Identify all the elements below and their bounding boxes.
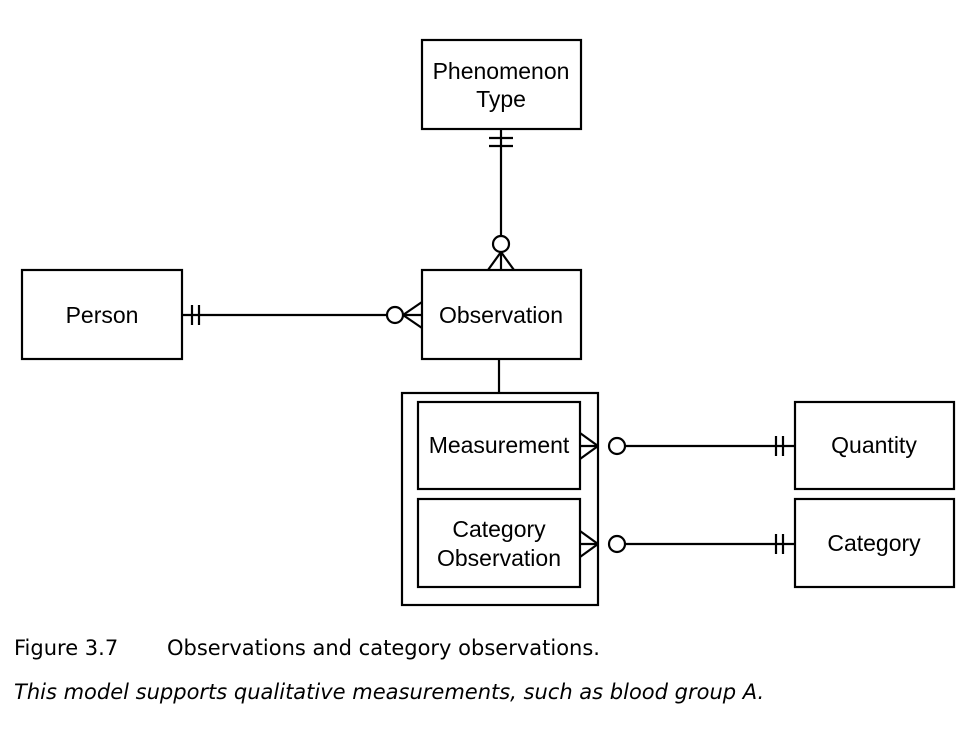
relationship-measurement-quantity <box>579 432 795 460</box>
figure-title: Observations and category observations. <box>167 636 600 660</box>
figure-note: This model supports qualitative measurem… <box>14 680 765 704</box>
phenomenon-type-label-line2: Type <box>476 86 526 112</box>
figure-number: Figure 3.7 <box>14 636 119 660</box>
relationship-phenomenon-type-observation <box>487 129 515 271</box>
category-observation-label-line2: Observation <box>437 545 561 571</box>
relationship-person-observation <box>182 301 423 329</box>
entity-person: Person <box>20 268 184 361</box>
entity-phenomenon-type: Phenomenon Type <box>420 38 583 131</box>
quantity-label: Quantity <box>831 432 917 458</box>
observation-label: Observation <box>439 302 563 328</box>
category-observation-label-line1: Category <box>452 516 546 542</box>
person-label: Person <box>66 302 139 328</box>
figure-caption: Figure 3.7 Observations and category obse… <box>14 636 600 660</box>
phenomenon-type-label-line1: Phenomenon <box>433 58 570 84</box>
category-label: Category <box>827 530 921 556</box>
relationship-category-observation-category <box>579 530 795 558</box>
measurement-label: Measurement <box>429 432 570 458</box>
er-diagram: Phenomenon Type Person Observation Measu… <box>20 38 956 607</box>
entity-category: Category <box>793 497 956 589</box>
entity-measurement: Measurement <box>416 400 582 491</box>
entity-quantity: Quantity <box>793 400 956 491</box>
entity-category-observation: Category Observation <box>416 497 582 589</box>
entity-observation: Observation <box>420 268 583 361</box>
